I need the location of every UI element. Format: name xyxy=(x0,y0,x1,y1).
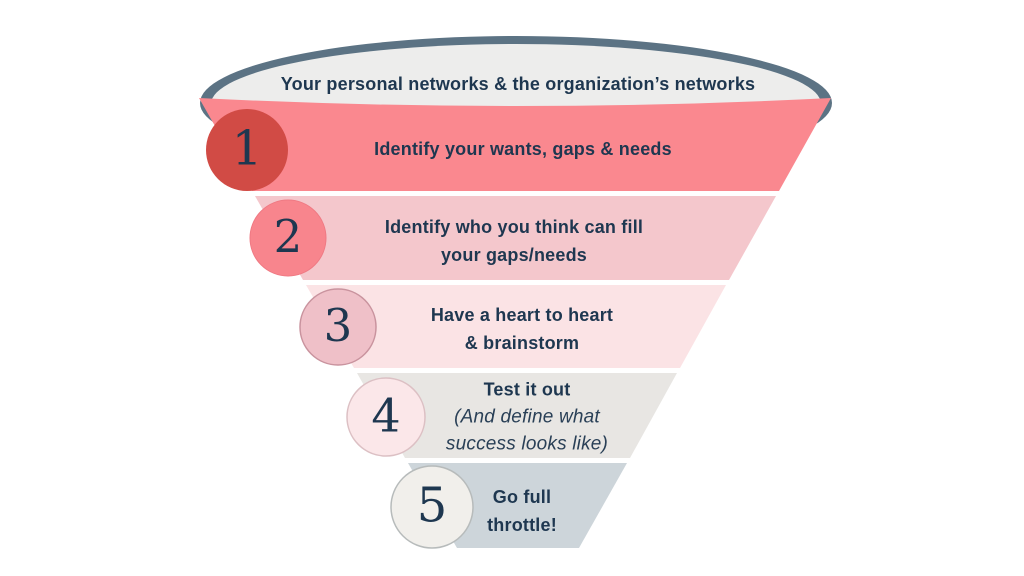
step-label-2: Identify who you think can fill your gap… xyxy=(385,213,643,269)
step-circle-2 xyxy=(249,199,327,277)
funnel-band-2 xyxy=(255,196,776,280)
step-circle-4 xyxy=(346,377,426,457)
step-label-4: Test it out (And define what success loo… xyxy=(446,377,608,458)
funnel-band-3 xyxy=(306,285,726,368)
step-number-3: 3 xyxy=(323,299,353,353)
step-label-5-line-1: Go full xyxy=(492,487,552,507)
funnel-band-1 xyxy=(199,98,831,191)
step-label-2-line-1: Identify who you think can fill xyxy=(384,217,644,237)
step-number-1: 1 xyxy=(231,120,263,177)
step-label-5: Go full throttle! xyxy=(487,483,557,539)
step-label-3: Have a heart to heart & brainstorm xyxy=(431,301,613,357)
step-label-3-line-2: & brainstorm xyxy=(464,333,580,353)
step-label-4-subline-2: success looks like) xyxy=(445,433,609,455)
funnel-title: Your personal networks & the organizatio… xyxy=(280,74,756,94)
step-label-4-line-1: Test it out xyxy=(483,379,571,400)
step-circle-3 xyxy=(299,288,377,366)
step-circle-5 xyxy=(390,465,474,549)
step-number-4: 4 xyxy=(371,388,401,443)
step-number-2: 2 xyxy=(273,210,303,264)
funnel-band-4 xyxy=(357,373,677,458)
step-number-5: 5 xyxy=(416,477,448,534)
step-circle-1 xyxy=(206,109,288,191)
step-label-4-subline-1: (And define what xyxy=(454,406,600,428)
step-label-2-line-2: your gaps/needs xyxy=(440,245,588,265)
step-label-3-line-1: Have a heart to heart xyxy=(430,305,614,325)
step-label-1: Identify your wants, gaps & needs xyxy=(374,135,672,163)
step-label-1-line-1: Identify your wants, gaps & needs xyxy=(374,139,672,159)
step-label-5-line-2: throttle! xyxy=(487,515,557,535)
